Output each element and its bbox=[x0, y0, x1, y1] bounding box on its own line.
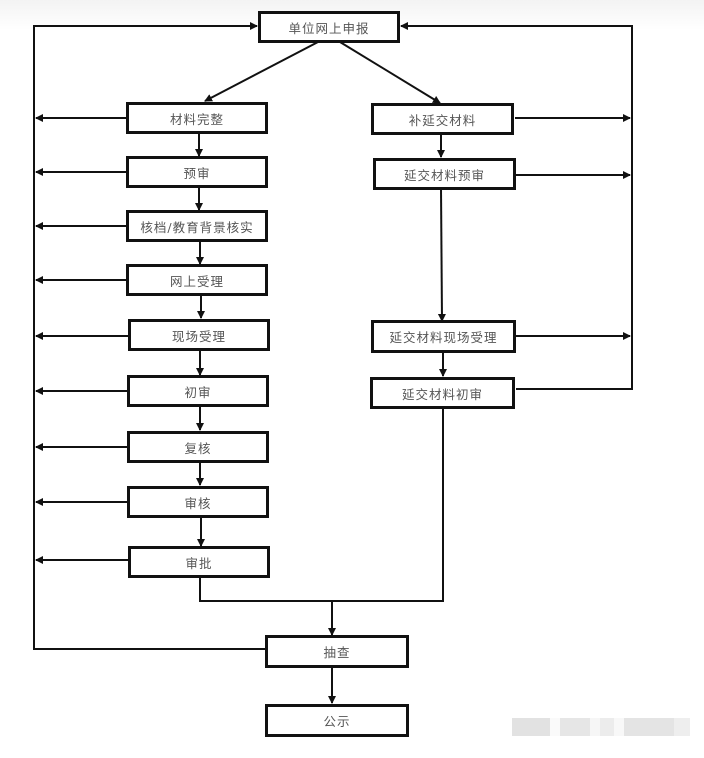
node-start: 单位网上申报 bbox=[258, 11, 400, 43]
node-approve: 审批 bbox=[128, 546, 270, 578]
blurred-watermark bbox=[512, 718, 690, 736]
left-return-loop bbox=[33, 22, 266, 650]
right-return-loop bbox=[400, 22, 633, 390]
edge-start-complete bbox=[204, 41, 319, 102]
edge-supppre-supponsite bbox=[437, 187, 446, 322]
node-spot-check: 抽查 bbox=[265, 635, 409, 668]
node-online-accept: 网上受理 bbox=[126, 264, 268, 296]
node-pre-review: 预审 bbox=[126, 156, 268, 188]
node-recheck: 复核 bbox=[127, 431, 269, 463]
node-supp-first-review: 延交材料初审 bbox=[370, 377, 515, 409]
node-complete: 材料完整 bbox=[126, 102, 268, 134]
node-first-review: 初审 bbox=[127, 375, 269, 407]
node-supp-pre-review: 延交材料预审 bbox=[373, 158, 516, 190]
node-publicize: 公示 bbox=[265, 704, 409, 737]
node-supp-onsite-accept: 延交材料现场受理 bbox=[371, 320, 516, 353]
node-verify: 核档/教育背景核实 bbox=[126, 210, 268, 242]
node-onsite-accept: 现场受理 bbox=[128, 319, 270, 351]
edge-start-supplement bbox=[339, 41, 441, 104]
edge-approve-merge bbox=[199, 408, 444, 602]
node-audit: 审核 bbox=[127, 486, 269, 518]
node-supplement: 补延交材料 bbox=[371, 103, 514, 135]
